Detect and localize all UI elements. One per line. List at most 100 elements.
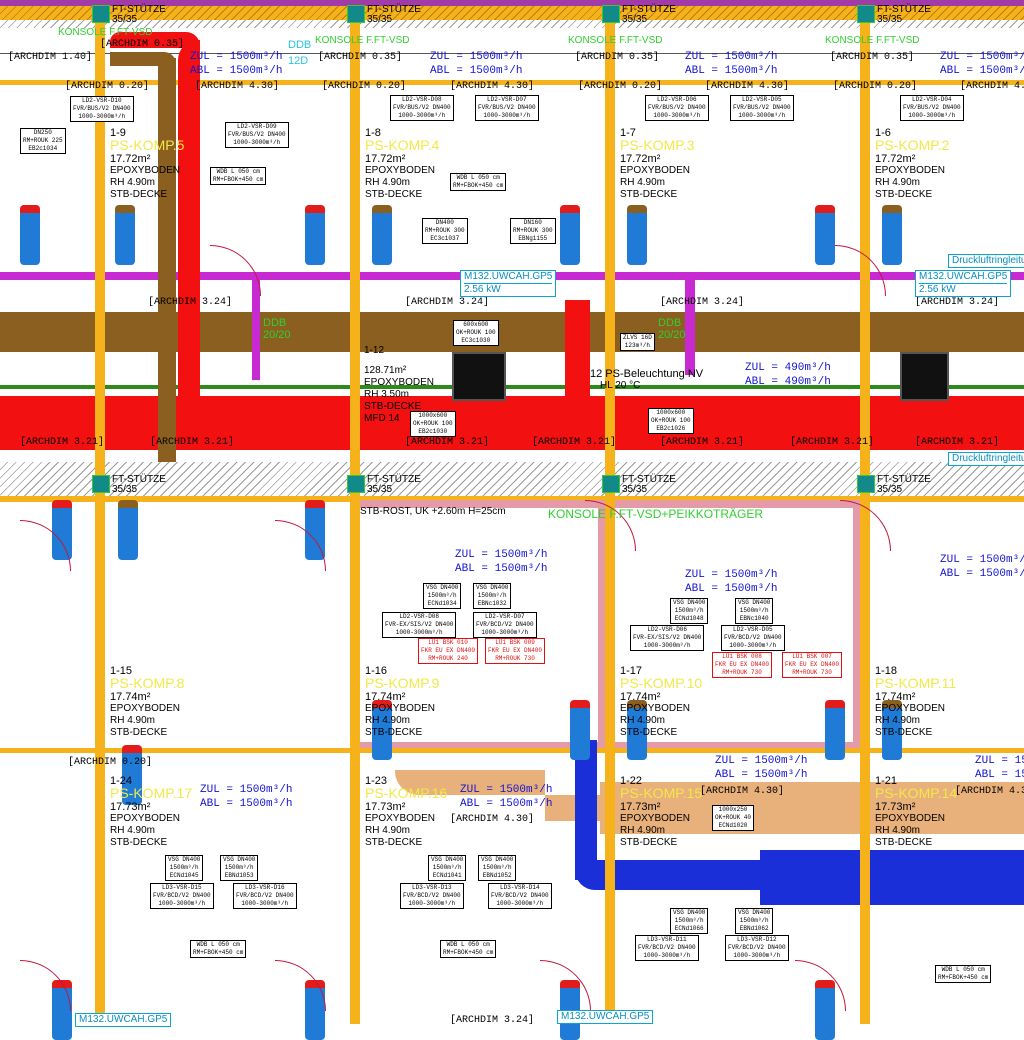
room-floor: EPOXYBODEN [620,813,691,824]
ddb-label: DDB [263,317,287,329]
airflow-supply: ZUL = 1500m³/h [430,51,523,63]
door-swing-icon [210,245,261,296]
tag-line: WDB L 050 cm [196,941,240,948]
room-ceiling: STB-DECKE [365,189,423,200]
room-height: RH 4.90m [620,177,666,188]
tag-line: 1000-3000m³/h [483,112,531,119]
diffuser-icon [882,700,902,760]
airflow-exhaust: ABL = 1500m³/h [200,798,293,810]
tag-line: FVR/BUS/V2 DN400 [73,105,131,112]
tan-duct [600,782,1024,834]
tag-line: OK+ROUK 100 [651,417,691,424]
tag-line: EBNc1040 [739,615,769,622]
room-floor: EPOXYBODEN [875,165,946,176]
room-ceiling: STB-DECKE [110,727,168,738]
room-name: PS-KOMP.10 [620,675,703,691]
equipment-callout[interactable]: M132.UWCAH.GP5 [557,1010,654,1024]
fan-unit [452,352,506,401]
tag-line: FVR/BCD/V2 DN400 [153,892,211,899]
column-label: FT-STÜTZE [367,4,421,15]
archdim-label: [ARCHDIM 3.21] [790,437,875,448]
airflow-exhaust: ABL = 1500m³/h [975,769,1024,781]
room-area: 17.72m² [875,153,916,165]
tag-line: 1500m³/h [739,917,769,924]
airflow-supply: ZUL = 1500m³/h [940,554,1024,566]
druckluft-label[interactable]: Druckluftringleitung [948,254,1024,268]
druckluft-label[interactable]: Druckluftringleitung [948,452,1024,466]
room-height: RH 4.90m [110,715,156,726]
room-id: 1-8 [365,127,381,139]
tag-line: FVR/BCD/V2 DN400 [236,892,294,899]
archdim-label: [ARCHDIM 1.40] [8,52,93,63]
equipment-callout[interactable]: M132.UWCAH.GP5 [75,1013,172,1027]
tag-line: DN400 [435,219,454,226]
room-height: RH 4.90m [620,825,666,836]
tag-line: RM+FBOK+450 cm [213,176,264,183]
tag-line: RM+FBOK+450 cm [443,949,494,956]
tag-line: FVR-EX/SIS/V2 DN400 [385,621,454,628]
archdim-label: [ARCHDIM 0.20] [68,757,153,768]
room-id: 1-17 [620,665,643,677]
tan-duct-elbow [395,770,545,795]
column-size: 35/35 [112,484,138,495]
archdim-label: [ARCHDIM 0.20] [578,81,663,92]
tag-line: WDB L 050 cm [216,168,260,175]
red-elbow [110,32,200,48]
diffuser-icon [20,205,40,265]
archdim-label: [ARCHDIM 0.20] [65,81,150,92]
blue-duct [760,850,1024,905]
tag-line: 1500m³/h [674,917,704,924]
tag-line: LD3-VSR-D14 [500,884,540,891]
top-wall [0,0,1024,6]
tag-line: LD2-VSR-D10 [82,97,122,104]
corridor-temp: HL 20 °C [600,380,641,391]
tag-line: VSG DN400 [476,584,509,591]
